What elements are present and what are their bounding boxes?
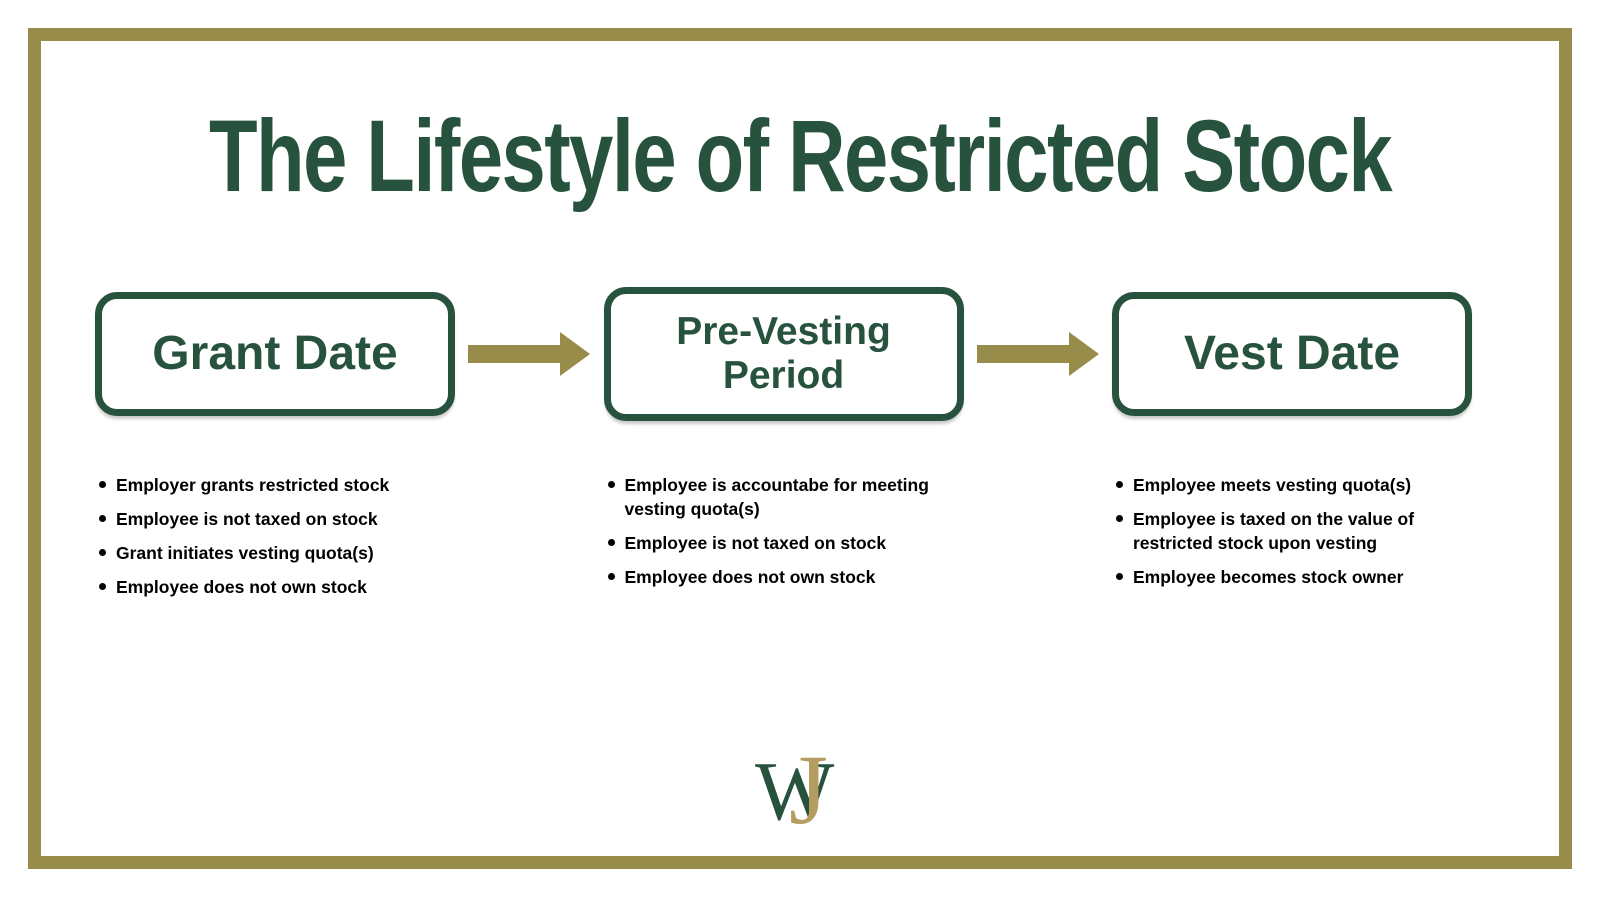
bullet-icon [1116, 481, 1123, 488]
bullet-icon [607, 539, 615, 546]
list-item: Employer grants restricted stock [99, 473, 455, 497]
list-item-text: Grant initiates vesting quota(s) [116, 543, 374, 563]
arrow-shaft [976, 345, 1069, 363]
stage-box-grant-date: Grant Date [95, 292, 455, 416]
bullet-icon [99, 481, 106, 488]
list-item: Employee does not own stock [99, 575, 455, 599]
bullet-list-pre-vesting-period: Employee is accountabe for meeting vesti… [604, 473, 964, 599]
bullet-icon [607, 573, 615, 580]
arrow-shaft [468, 345, 561, 363]
bullet-list-vest-date: Employee meets vesting quota(s) Employee… [1112, 473, 1472, 599]
list-item: Employee is accountabe for meeting vesti… [607, 473, 964, 521]
list-item-text: Employee is not taxed on stock [116, 509, 378, 529]
list-item: Employee is taxed on the value of restri… [1116, 507, 1472, 555]
list-item: Employee is not taxed on stock [607, 531, 964, 555]
arrow-head [1068, 332, 1099, 376]
logo-letter-j: J [789, 734, 828, 845]
list-item-text: Employee does not own stock [116, 577, 367, 597]
bullet-icon [1116, 573, 1123, 580]
logo-letter-w: W [755, 745, 835, 838]
arrow-right-icon [468, 332, 591, 376]
bullet-icon [99, 549, 106, 556]
list-item-text: Employee becomes stock owner [1133, 567, 1404, 587]
wj-monogram-logo: W J [743, 734, 873, 854]
bullet-icon [1116, 515, 1123, 522]
list-item: Employee is not taxed on stock [99, 507, 455, 531]
list-item: Employee does not own stock [607, 565, 964, 589]
page-title: The Lifestyle of Restricted Stock [208, 99, 1393, 213]
bullet-icon [607, 481, 615, 488]
stage-box-vest-date: Vest Date [1112, 292, 1472, 416]
list-item-text: Employee is not taxed on stock [624, 533, 887, 553]
stage-label: Pre-Vesting Period [676, 310, 891, 397]
arrow-right-icon [976, 332, 1099, 376]
list-item-text: Employee is accountabe for meeting vesti… [624, 475, 929, 519]
list-item-text: Employee is taxed on the value of restri… [1133, 509, 1415, 553]
stage-label: Grant Date [152, 327, 398, 381]
bullet-icon [99, 515, 106, 522]
list-item: Grant initiates vesting quota(s) [99, 541, 455, 565]
bullet-list-grant-date: Employer grants restricted stock Employe… [95, 473, 455, 609]
arrow-head [560, 332, 591, 376]
stage-label: Vest Date [1183, 327, 1401, 381]
list-item-text: Employer grants restricted stock [116, 475, 390, 495]
flow-diagram: Grant Date Pre-Vesting Period Vest Date … [95, 287, 1472, 609]
stage-box-pre-vesting-period: Pre-Vesting Period [603, 287, 964, 421]
list-item: Employee becomes stock owner [1116, 565, 1472, 589]
list-item: Employee meets vesting quota(s) [1116, 473, 1472, 497]
bullet-icon [99, 583, 106, 590]
list-item-text: Employee meets vesting quota(s) [1133, 475, 1412, 495]
list-item-text: Employee does not own stock [624, 567, 876, 587]
